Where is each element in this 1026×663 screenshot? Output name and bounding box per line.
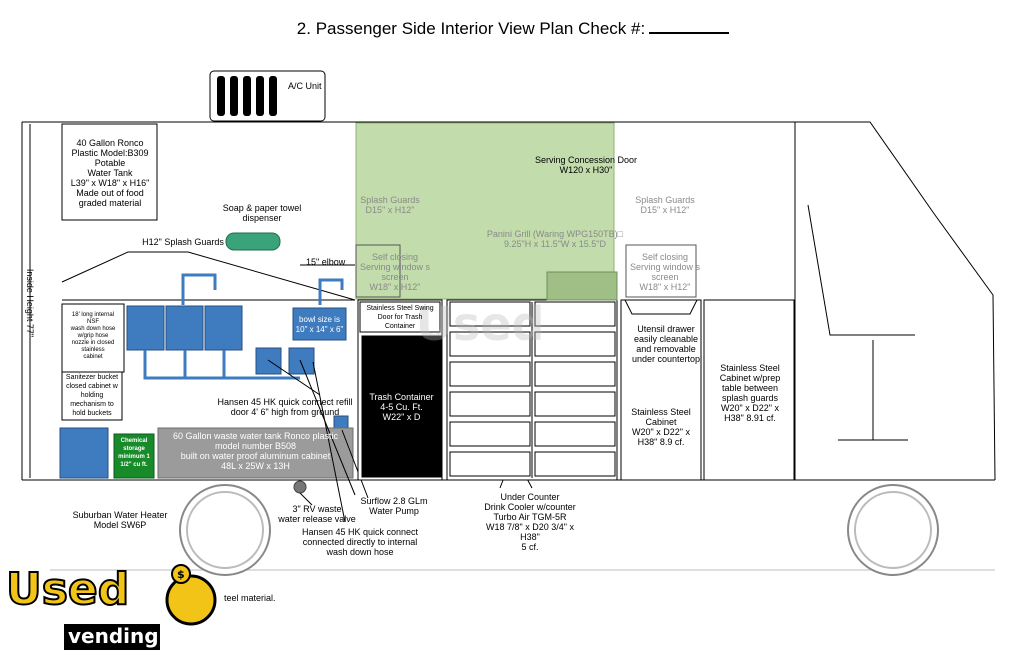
drain-pipes [143, 350, 300, 380]
swing-door-label: Stainless Steel Swing Door for Trash Con… [366, 305, 434, 330]
page-title-text: 2. Passenger Side Interior View Plan Che… [296, 19, 646, 38]
steel-material-label: teel material. [224, 593, 276, 603]
rv-waste-label: 3" RV waste water release valve [278, 504, 356, 524]
splash-guard-box-left [355, 244, 401, 298]
elbow-label: 15" elbow [306, 257, 346, 267]
surflow-label: Surflow 2.8 GLm Water Pump [360, 496, 428, 516]
cooler-shelves [449, 301, 616, 477]
front-wheel-rim [854, 491, 932, 569]
splash-guards-left-label: Splash Guards D15" x H12" [360, 195, 420, 215]
page-title: 2. Passenger Side Interior View Plan Che… [0, 18, 1026, 40]
ac-unit [209, 70, 326, 122]
used-vending-logo: $ Used vending [5, 562, 226, 658]
self-closing-right-label: Self closing Serving window s screen W18… [629, 252, 701, 292]
rv-waste-valve [293, 480, 307, 494]
serving-concession-door [355, 122, 615, 300]
soap-dispenser [225, 232, 281, 251]
hansen-internal-label: Hansen 45 HK quick connect connected dir… [301, 527, 419, 557]
panini-grill [546, 271, 618, 301]
plan-check-blank [649, 18, 730, 34]
serving-door-label: Serving Concession Door W120 x H30" [534, 155, 638, 175]
water-heater-label: Suburban Water Heater Model SW6P [72, 510, 168, 530]
sink-2 [165, 305, 204, 351]
panini-label: Panini Grill (Waring WPG150TB)□ 9.25"H x… [486, 229, 624, 249]
rear-wheel-rim [186, 491, 264, 569]
piggy-bank-icon [165, 574, 217, 626]
stainless-cabinet [620, 299, 702, 481]
water-heater [59, 427, 109, 479]
sink-1 [126, 305, 165, 351]
swing-door-label-box [359, 301, 441, 333]
hose-label: 18' long internal NSF wash down hose w/g… [70, 312, 116, 360]
logo-vending-text: vending [68, 624, 159, 648]
water-tank-label: 40 Gallon Ronco Plastic Model:B309 Potab… [70, 138, 150, 208]
utensil-drawer [624, 299, 698, 315]
waste-tank-label: 60 Gallon waste water tank Ronco plastic… [172, 431, 339, 471]
pump-box-2 [288, 347, 315, 375]
cab-outline [795, 121, 996, 481]
coin-icon [171, 564, 191, 584]
waste-water-tank [157, 427, 354, 479]
self-closing-left-label: Self closing Serving window s screen W18… [359, 252, 431, 292]
water-tank-box [61, 123, 158, 221]
ac-unit-label: A/C Unit [288, 81, 322, 91]
hose-cabinet [61, 303, 125, 373]
utensil-label: Utensil drawer easily cleanable and remo… [631, 324, 701, 364]
inside-height-label: Inside Height 77" [25, 268, 35, 338]
splash-guard-box-right [625, 244, 697, 298]
ss-prep-label: Stainless Steel Cabinet w/prep table bet… [719, 363, 781, 423]
chemical-storage [113, 433, 155, 479]
rear-wheel [179, 484, 271, 576]
faucet-left-icon [181, 273, 217, 305]
ss-cabinet-label: Stainless Steel Cabinet W20" x D22" x H3… [631, 407, 691, 447]
logo-vending-bar [64, 624, 160, 650]
chemical-label: Chemical storage minimum 1 1/2" cu ft. [118, 438, 150, 468]
bowl-size-label: bowl size is 10" x 14" x 6" [295, 315, 344, 334]
ac-unit-vents [217, 76, 277, 116]
logo-graphic: $ [64, 564, 217, 650]
sink-3 [204, 305, 243, 351]
cooler-label: Under Counter Drink Cooler w/counter Tur… [484, 492, 576, 552]
faucet-right-icon [318, 278, 344, 305]
trash-label: Trash Container 4-5 Cu. Ft. W22" x D [369, 392, 434, 422]
pump-box-1 [255, 347, 282, 375]
hand-sink [292, 307, 347, 341]
front-wheel [847, 484, 939, 576]
sanitizer-cabinet [61, 371, 123, 421]
sanitizer-label: Sanitezer bucket closed cabinet w holdin… [65, 374, 119, 417]
svg-text:$: $ [177, 568, 185, 581]
trash-container [361, 335, 442, 478]
hansen-refill-label: Hansen 45 HK quick connect refill door 4… [217, 397, 353, 417]
splash-guards-h12-label: H12" Splash Guards [142, 237, 224, 247]
logo-used-text: Used [5, 563, 130, 616]
prep-cabinet [703, 299, 795, 481]
windshield-outline [807, 204, 915, 336]
soap-label: Soap & paper towel dispenser [222, 203, 302, 223]
watermark-used: Used [416, 297, 545, 351]
splash-guards-right-label: Splash Guards D15" x H12" [635, 195, 695, 215]
splash-guard-outline [61, 251, 356, 301]
